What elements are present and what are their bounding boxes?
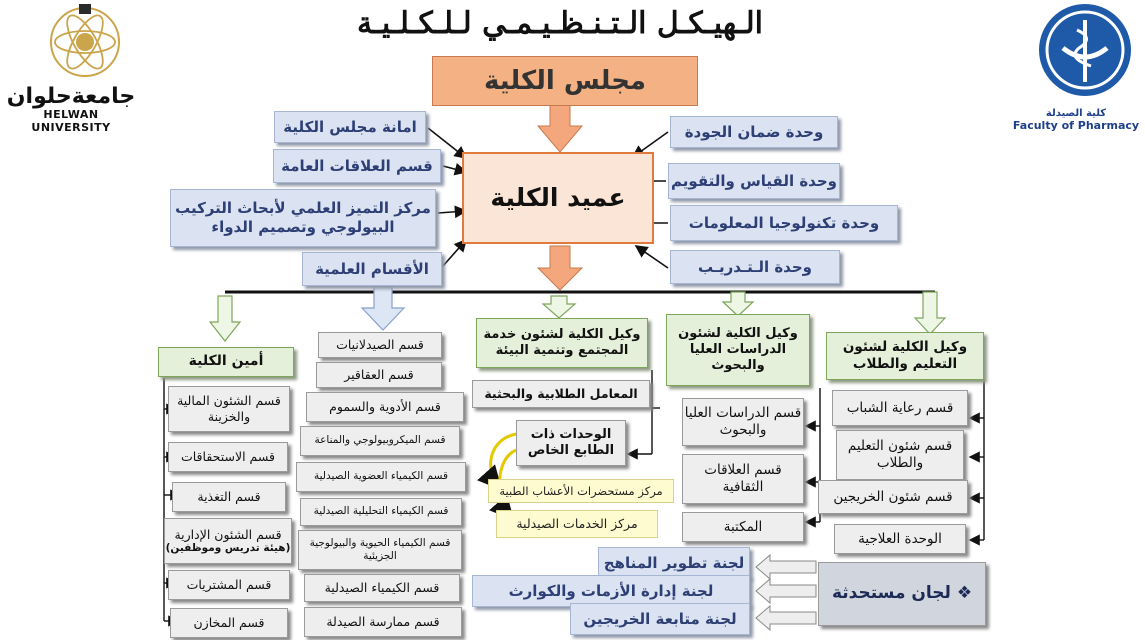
pharmaceutics-dept: قسم الصيدلانيات (318, 332, 442, 358)
quality-assurance-unit: وحدة ضمان الجودة (670, 116, 838, 148)
helwan-logo-english: HELWAN UNIVERSITY (31, 108, 111, 134)
graduate-vice-dean: وكيل الكلية لشئون الدراسات العليا والبحو… (666, 314, 810, 386)
cultural-relations-dept: قسم العلاقات الثقافية (682, 454, 804, 504)
education-students-dept: قسم شئون التعليم والطلاب (836, 430, 964, 480)
organic-chemistry-dept: قسم الكيمياء العضوية الصيدلية (296, 462, 466, 492)
administrative-affairs-dept: قسم الشئون الإدارية (هيئة تدريس وموظفين) (164, 518, 292, 564)
faculty-secretary: أمين الكلية (158, 347, 294, 377)
caduceus-bowl-icon (1039, 4, 1131, 96)
youth-welfare-dept: قسم رعاية الشباب (832, 390, 968, 426)
curriculum-committee: لجنة تطوير المناهج (598, 547, 750, 579)
microbiology-immunology-dept: قسم الميكروبيولوجي والمناعة (300, 426, 460, 456)
pharmaceutical-chemistry-dept: قسم الكيمياء الصيدلية (304, 574, 460, 602)
special-units: الوحدات ذات الطابع الخاص (516, 420, 626, 466)
pharmacognosy-dept: قسم العقاقير (316, 362, 442, 388)
herbal-preparations-center: مركز مستحضرات الأعشاب الطبية (488, 479, 674, 503)
graduate-studies-dept: قسم الدراسات العليا والبحوث (682, 398, 804, 446)
library: المكتبة (682, 512, 804, 542)
nutrition-dept: قسم التغذية (172, 482, 286, 512)
council-secretariat: امانة مجلس الكلية (274, 111, 426, 143)
finance-treasury-dept: قسم الشئون المالية والخزينة (168, 386, 290, 432)
page-title: الـهيـكـل الـتـنـظـيـمـي لـلـكـلـيـة (357, 6, 763, 41)
scientific-departments: الأقسام العلمية (302, 252, 442, 286)
new-committees: ❖ لجان مستحدثة (818, 562, 986, 626)
medical-unit: الوحدة العلاجية (834, 524, 966, 554)
it-unit: وحدة تكنولوجيا المعلومات (670, 205, 898, 241)
helwan-logo-arabic: جامعةحلوان (6, 84, 136, 109)
helwan-logo: جامعةحلوان HELWAN UNIVERSITY (2, 2, 140, 134)
pharmacy-logo: كلية الصيدلة Faculty of Pharmacy (1010, 2, 1142, 152)
crisis-management-committee: لجنة إدارة الأزمات والكوارث (472, 575, 750, 607)
public-relations-dept: قسم العلاقات العامة (273, 149, 441, 183)
dean-to-bus-arrow (536, 245, 584, 291)
student-research-labs: المعامل الطلابية والبحثية (472, 380, 650, 408)
stores-dept: قسم المخازن (170, 608, 288, 638)
pharmaceutical-services-center: مركز الخدمات الصيدلية (496, 510, 658, 538)
pharmacology-toxicology-dept: قسم الأدوية والسموم (306, 392, 464, 422)
measurement-evaluation-unit: وحدة القياس والتقويم (668, 163, 840, 199)
council-to-dean-arrow (536, 103, 584, 153)
pharmacy-practice-dept: قسم ممارسة الصيدلة (304, 607, 462, 637)
biochemistry-dept: قسم الكيمياء الحيوية والبيولوجية الجزيئي… (298, 530, 462, 570)
pharmacy-logo-english: Faculty of Pharmacy (1012, 119, 1140, 132)
analytical-chemistry-dept: قسم الكيمياء التحليلية الصيدلية (300, 498, 462, 526)
atom-emblem-icon (50, 4, 120, 77)
graduates-affairs-dept: قسم شئون الخريجين (818, 480, 968, 514)
community-vice-dean: وكيل الكلية لشئون خدمة المجتمع وتنمية ال… (476, 318, 648, 368)
administrative-affairs-label: قسم الشئون الإدارية (174, 526, 282, 542)
faculty-dean: عميد الكلية (462, 152, 654, 244)
excellence-center: مركز التميز العلمي لأبحاث التركيب البيول… (170, 189, 436, 247)
training-unit: وحدة الـتـدريـب (670, 250, 840, 284)
faculty-council: مجلس الكلية (432, 56, 698, 106)
pharmacy-logo-arabic: كلية الصيدلة (1045, 108, 1107, 119)
administrative-affairs-note: (هيئة تدريس وموظفين) (165, 542, 291, 555)
purchasing-dept: قسم المشتريات (168, 570, 290, 600)
entitlements-dept: قسم الاستحقاقات (168, 442, 288, 472)
students-vice-dean: وكيل الكلية لشئون التعليم والطلاب (826, 332, 984, 380)
graduates-followup-committee: لجنة متابعة الخريجين (570, 603, 750, 635)
